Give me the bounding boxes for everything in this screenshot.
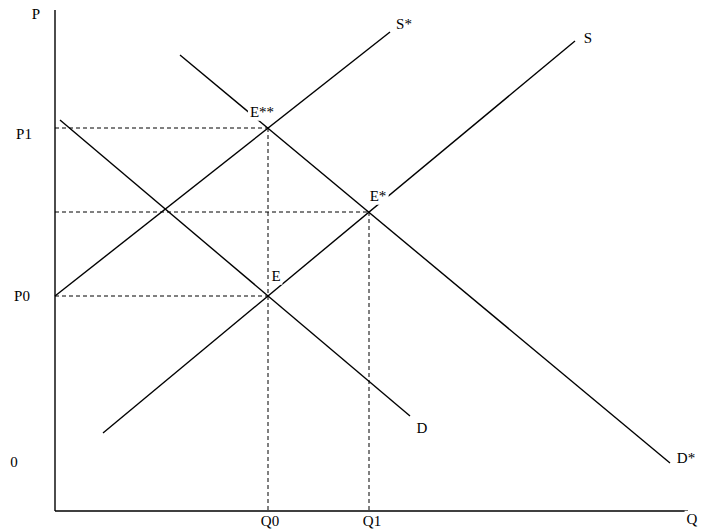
demand-curve — [60, 120, 410, 416]
quantity-axis — [55, 510, 688, 511]
demand-curve-shifted — [180, 55, 670, 463]
axis-label: P0 — [12, 288, 32, 305]
price-axis — [54, 10, 55, 511]
axis-label: Q1 — [361, 513, 383, 529]
guide-line — [369, 212, 370, 511]
guide-line — [55, 212, 369, 213]
axis-label: Q — [685, 511, 700, 528]
axis-label: P1 — [14, 126, 34, 143]
guide-line — [268, 128, 269, 511]
axis-label: S — [582, 30, 594, 47]
supply-curve — [103, 41, 575, 433]
axis-label: E — [269, 268, 282, 285]
axis-label: D — [415, 420, 430, 437]
supply-curve-shifted — [55, 32, 390, 296]
guide-line — [55, 128, 268, 129]
guide-line — [55, 296, 268, 297]
axis-label: E* — [368, 188, 389, 205]
axis-label: P — [30, 6, 42, 23]
axis-label: Q0 — [259, 513, 281, 529]
axis-label: S* — [394, 16, 414, 33]
axis-label: D* — [675, 450, 697, 467]
axis-label: 0 — [8, 454, 20, 471]
axis-label: E** — [248, 104, 276, 121]
